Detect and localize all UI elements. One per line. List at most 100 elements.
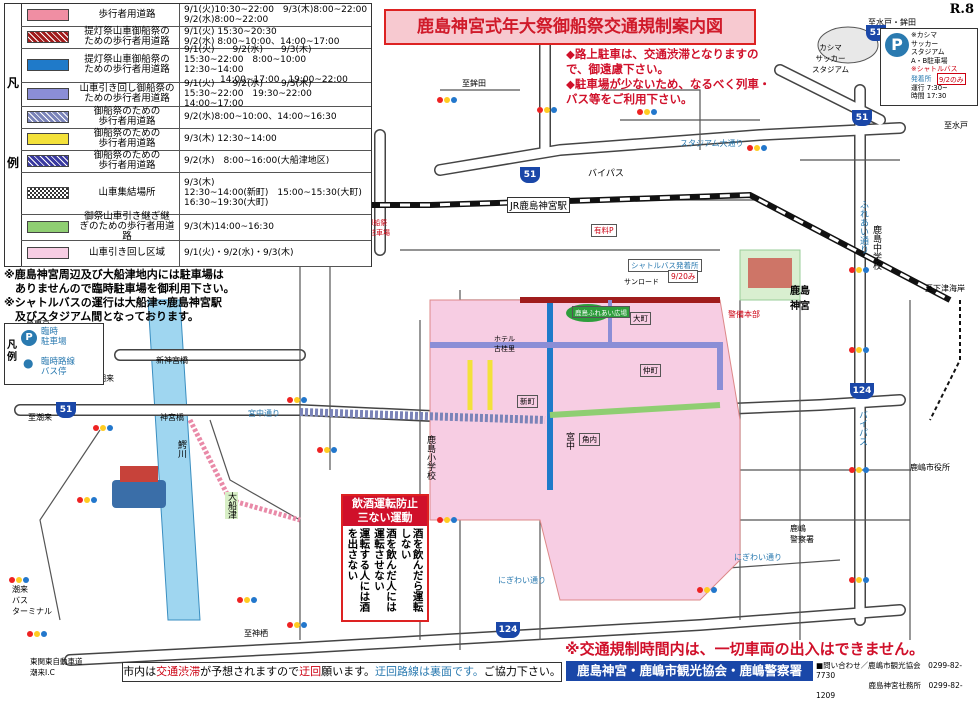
minor-roads [39,89,911,650]
parking-box-stop: 発着所 [911,75,932,83]
legend-swatch [27,133,69,145]
legend-times: 9/2(水)8:00~10:00、14:00~16:30 [179,106,371,128]
to-itako-label-2: 至潮来 [28,413,52,422]
temp-parking-label: 臨時 駐車場 [41,327,67,347]
legend-swatch [27,59,69,71]
legend-name: 山車引き回し区域 [88,247,165,258]
zone-miyanaka: 宮中 [564,432,574,450]
page-title: 鹿島神宮式年大祭御船祭交通規制案内図 [384,9,756,45]
parking-note-line: ※シャトルバスの運行は大船津⇔鹿島神宮駅 [4,296,222,309]
miyanaka-label: 宮中通り [248,409,280,418]
station-label: JR鹿島神宮駅 [507,197,570,213]
legend-side-char: 凡 [7,76,20,90]
parking-box-line: ※シャトルバス [911,65,958,73]
legend-times: 9/3(木) 12:30~14:00 [179,128,371,150]
warning-text: ※交通規制時間内は、一切車両の出入はできません。 [565,640,925,658]
temp-bus-stop-label: 臨時路線 バス停 [41,357,76,377]
drunk-driving-sign: 飲酒運転防止 三ない運動 酒を飲んだら運転しない 酒を飲んだ人には運転させない … [341,494,429,622]
footer-note-detour: 迂回 [299,665,322,678]
organizer-bar: 鹿島神宮・鹿嶋市観光協会・鹿嶋警察署 [566,661,813,681]
footer-note-detour-road: 迂回路線は裏面です。 [375,665,484,678]
legend-row: 御船祭のための 歩行者用道路 9/2(水) 8:00~16:00(大船津地区) [21,150,371,173]
legend-name: 御船祭のための 歩行者用道路 [93,150,161,171]
parking-box-service: 運行 7:30~ 時間 17:30 [911,84,948,100]
legend-swatch [27,9,69,21]
legend-name: 御船祭のための 歩行者用道路 [93,128,161,149]
legend-side: 凡 例 [5,4,22,266]
legend-swatch [27,221,69,233]
route-124-badge-bottom: 124 [496,622,520,638]
legend-times: 9/3(木) 12:30~14:00(新町) 15:00~15:30(大町) 1… [179,172,371,214]
parking-note-line: 及びスタジアム間となっております。 [4,310,199,323]
sign-column: 酒を飲んだ人には運転させない [372,528,397,612]
legend-swatch [27,111,69,123]
sign-body: 酒を飲んだら運転しない 酒を飲んだ人には運転させない 運転する人には酒を出さない [343,526,427,618]
sign-column: 酒を飲んだら運転しない [399,528,424,612]
notices: ◆路上駐車は、交通渋滞となりますので、御遠慮下さい。 ◆駐車場が少ないため、なる… [566,47,776,107]
shrine-label: 鹿島 神宮 [790,286,810,312]
plaza-label: 鹿島ふれあい広場 [572,306,630,318]
river [147,299,201,621]
parking-box-line: サッカー [911,39,939,48]
legend-times: 9/3(木)14:00~16:30 [179,214,371,240]
jingu-bridge-label: 神宮橋 [160,413,184,422]
ic-label: 東関東自動車道 潮来I.C [30,657,83,677]
legend-times: 9/1(火)・9/2(水)・9/3(木) [179,240,371,266]
contact-line: ■問い合わせ／鹿嶋市観光協会 0299-82-7730 [816,661,963,680]
nigiwai-label-left: にぎわい通り [498,576,546,585]
legend-side-char: 例 [7,156,20,170]
parking-note-line: ありませんので臨時駐車場を御利用下さい。 [4,282,235,295]
footer-note-text: が予想されますので [200,665,300,678]
route-124-badge: 124 [850,383,874,399]
route-51-badge-top: 51 [520,167,540,183]
to-mito-right-label: 至水戸 [944,121,968,130]
legend-name: 提灯祭山車御船祭の ための歩行者用道路 [84,26,170,47]
bus-terminal-label: 潮来 バス ターミナル [12,585,52,616]
parking-p-icon: P [885,33,909,57]
sign-header-line: 飲酒運転防止 [352,497,418,510]
river-label: 鰐川 [176,440,186,458]
elem-school-label: 鹿島小学校 [425,435,435,480]
sign-header: 飲酒運転防止 三ない運動 [343,496,427,526]
zone-shinmachi: 新町 [517,395,538,408]
stadium-road-label: スタジアム大通り [680,139,744,148]
contact-info: ■問い合わせ／鹿嶋市観光協会 0299-82-7730 鹿島神宮社務所 0299… [816,661,980,701]
to-kamisu-label: 至神栖 [244,629,268,638]
legend-times: 9/1(火)10:30~22:00 9/3(木)8:00~22:00 9/2(水… [179,4,371,26]
legend-swatch [27,247,69,259]
legend-name: 山車引き回し御船祭の ための歩行者用道路 [79,83,175,104]
shuttle-stop-label: シャトルバス発着所 [628,259,702,272]
legend-swatch [27,187,69,199]
nigiwai-label-right: にぎわい通り [734,553,782,562]
stadium-parking-box: P ※カシマ サッカー スタジアム A・B駐車場 ※シャトルバス 発着所 9/2… [880,28,978,106]
to-hokota-label: 至鉾田 [462,79,486,88]
notice-train: ◆駐車場が少ないため、なるべく列車・バス等をご利用下さい。 [566,77,771,106]
shinkyu-bridge-label: 新神宮橋 [156,356,188,365]
footer-note-text: 願います。 [321,665,375,678]
signal-markers [9,97,869,637]
parking-box-line: A・B駐車場 [911,56,948,65]
cityhall-label: 鹿嶋市役所 [910,463,950,472]
legend-swatch [27,31,69,43]
legend-times: 9/2(水) 8:00~16:00(大船津地区) [179,150,371,172]
page-id: R.8 [949,2,974,17]
legend-name: 御祭山車引き継ぎ継 ぎのための歩行者用道路 [79,211,175,242]
footer-note-congestion: 交通渋滞 [156,665,201,678]
footer-note: 市内は交通渋滞が予想されますので迂回願います。迂回路線は裏面です。ご協力下さい。 [122,662,562,682]
footer-note-text: ご協力下さい。 [483,665,561,678]
festival-area [429,299,741,601]
fureai-label: ふれあい通り [858,200,868,254]
zone-nakacho: 仲町 [640,364,661,377]
legend-times: 9/1(火) 9/2(水) 9/3(木) 15:30~22:00 19:30~2… [179,79,371,109]
route-51-badge: 51 [56,402,76,418]
legend-swatch [27,155,69,167]
signal-icon [9,97,869,637]
zone-kadouchi: 角内 [579,433,600,446]
footer-note-text: 市内は [123,665,157,678]
parking-notes: ※鹿島神宮周辺及び大船津地内には駐車場は ありませんので臨時駐車場を御利用下さい… [4,268,296,324]
contact-line: 鹿島神宮社務所 0299-82-1209 [816,681,963,700]
